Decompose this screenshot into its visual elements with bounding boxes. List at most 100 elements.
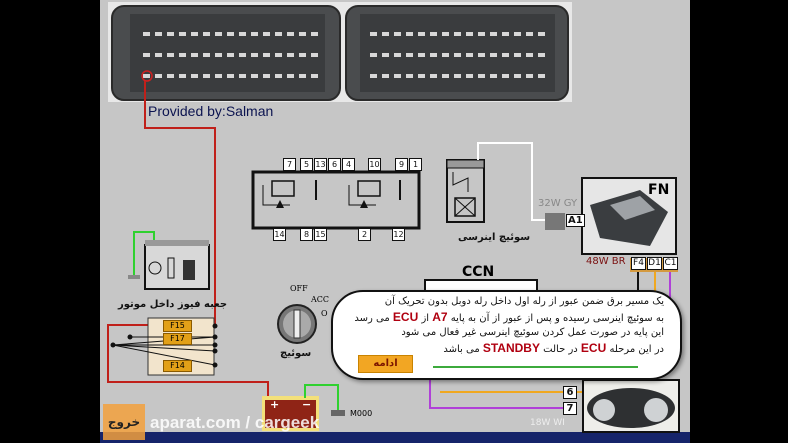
connector-pin: [538, 53, 545, 57]
connector-pin: [394, 32, 401, 36]
ignition-switch[interactable]: [277, 304, 317, 344]
ground-label: M000: [350, 409, 373, 418]
dialog-line-4b: در حالت: [543, 343, 578, 355]
watermark: aparat.com / cargeek: [150, 413, 320, 432]
connector-pin: [275, 32, 282, 36]
connector-pin: [418, 53, 425, 57]
relay-pin-top: 1: [409, 158, 422, 171]
connector-pin: [179, 32, 186, 36]
connector-pin: [454, 74, 461, 78]
dialog-line-2c: می رسد: [354, 312, 390, 324]
brown-wire-label: 48W BR: [586, 256, 626, 267]
relay-pin-top: 10: [368, 158, 381, 171]
fuse-f17: F17: [163, 333, 192, 345]
dialog-line-1: یک مسیر برق ضمن عبور از رله اول داخل رله…: [384, 296, 664, 307]
connector-pin: [167, 74, 174, 78]
connector-pin: [466, 32, 473, 36]
connector-pin: [466, 74, 473, 78]
connector-pin: [406, 32, 413, 36]
connector-pin: [526, 32, 533, 36]
connector-pin: [382, 74, 389, 78]
connector-pin: [299, 32, 306, 36]
pin-a1: A1: [566, 214, 585, 227]
connector-pin: [382, 32, 389, 36]
connector-pin: [155, 32, 162, 36]
motor-relay-module: [128, 231, 210, 290]
connector-pin: [311, 74, 318, 78]
connector-pin: [287, 53, 294, 57]
connector-pin: [454, 53, 461, 57]
dialog-line-2a: به سوئیچ اینرسی رسیده و پس از عبور از آن…: [450, 312, 664, 324]
connector-pin: [502, 53, 509, 57]
connector-pin: [227, 74, 234, 78]
relay-pin-bottom: 14: [273, 228, 286, 241]
bottom-bar: [100, 432, 690, 443]
connector-pin: [287, 74, 294, 78]
connector-pin: [203, 74, 210, 78]
instrument-cluster: [582, 379, 680, 433]
connector-pin: [263, 74, 270, 78]
connector-pin: [203, 32, 210, 36]
continue-button[interactable]: ادامه: [358, 355, 413, 373]
pin-a7-highlight: A7: [432, 309, 448, 324]
white-wire-label: 18W WI: [530, 418, 565, 428]
connector-pin: [215, 53, 222, 57]
ignition-off: OFF: [290, 284, 308, 293]
cluster-pin-7: 7: [563, 402, 577, 415]
connector-pin: [287, 32, 294, 36]
red-wire: [144, 81, 216, 325]
connector-pin: [311, 53, 318, 57]
connector-pin: [191, 32, 198, 36]
connector-pin: [155, 53, 162, 57]
connector-pin: [418, 32, 425, 36]
connector-pin: [466, 53, 473, 57]
connector-pin: [167, 53, 174, 57]
connector-pin: [191, 53, 198, 57]
connector-pin: [490, 53, 497, 57]
connector-pin: [263, 53, 270, 57]
connector-pin: [430, 32, 437, 36]
fuse-f14: F14: [163, 360, 192, 372]
dialog-line-4c: می باشد: [443, 343, 480, 355]
connector-pin: [514, 32, 521, 36]
connector-pin: [239, 53, 246, 57]
connector-pin: [538, 32, 545, 36]
connector-pin: [382, 53, 389, 57]
a1-connector: [545, 213, 565, 230]
relay-pin-top: 6: [328, 158, 341, 171]
purple-wire: [429, 370, 563, 409]
fn-module: [581, 177, 678, 272]
connector-pin: [478, 32, 485, 36]
fuse-f15: F15: [163, 320, 192, 332]
relay-pin-top: 5: [300, 158, 313, 171]
connector-pin: [430, 74, 437, 78]
exit-button[interactable]: خروج: [103, 404, 145, 440]
relay-pin-top: 9: [395, 158, 408, 171]
connector-pin: [502, 32, 509, 36]
connector-pin: [179, 53, 186, 57]
relay-pin-bottom: 8: [300, 228, 313, 241]
connector-pin: [538, 74, 545, 78]
pin-highlight: [141, 70, 153, 82]
relay-pin-bottom: 12: [392, 228, 405, 241]
dialog-text: یک مسیر برق ضمن عبور از رله اول داخل رله…: [339, 295, 664, 357]
connector-pin: [394, 74, 401, 78]
inertia-switch: [446, 159, 485, 223]
connector-pin: [155, 74, 162, 78]
connector-pin: [490, 74, 497, 78]
connector-pin: [490, 32, 497, 36]
standby-highlight: STANDBY: [482, 340, 540, 355]
connector-pin: [251, 74, 258, 78]
ignition-acc: ACC: [311, 295, 330, 304]
connector-pin: [227, 32, 234, 36]
connector-pin: [370, 32, 377, 36]
connector-pin: [263, 32, 270, 36]
connector-pin: [191, 74, 198, 78]
ecu-highlight: ECU: [392, 309, 419, 324]
connector-pin: [514, 74, 521, 78]
battery-plus: +: [270, 398, 280, 411]
connector-pin: [406, 53, 413, 57]
connector-pin: [406, 74, 413, 78]
